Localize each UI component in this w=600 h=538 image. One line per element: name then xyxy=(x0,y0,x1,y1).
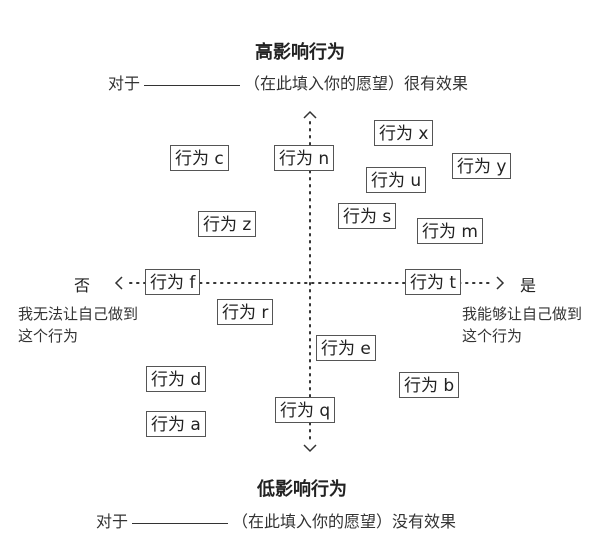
behavior-f: 行为 f xyxy=(145,269,201,295)
bottom-subtitle: 对于 （在此填入你的愿望）没有效果 xyxy=(96,508,456,532)
right-label: 是 xyxy=(520,276,537,295)
behavior-q: 行为 q xyxy=(275,397,336,423)
top-blank-line xyxy=(144,85,241,86)
behavior-x: 行为 x xyxy=(374,120,434,146)
behavior-u: 行为 u xyxy=(366,167,427,193)
top-subtitle: 对于 （在此填入你的愿望）很有效果 xyxy=(108,70,468,94)
behavior-a: 行为 a xyxy=(146,411,206,437)
bottom-blank-line xyxy=(132,523,229,524)
bottom-title: 低影响行为 xyxy=(257,479,347,500)
behavior-c: 行为 c xyxy=(170,145,229,171)
top-title: 高影响行为 xyxy=(255,42,345,63)
bottom-suffix: （在此填入你的愿望）没有效果 xyxy=(232,512,457,531)
behavior-s: 行为 s xyxy=(338,203,397,229)
bottom-prefix: 对于 xyxy=(96,512,129,531)
behavior-b: 行为 b xyxy=(399,372,460,398)
arrow-right-icon xyxy=(496,276,505,290)
top-prefix: 对于 xyxy=(108,74,141,93)
behavior-z: 行为 z xyxy=(198,211,257,237)
behavior-r: 行为 r xyxy=(217,299,274,325)
arrow-down-icon xyxy=(303,444,317,453)
left-label: 否 xyxy=(74,276,91,295)
right-description: 我能够让自己做到这个行为 xyxy=(462,305,583,345)
behavior-e: 行为 e xyxy=(316,335,376,361)
behavior-d: 行为 d xyxy=(146,366,207,392)
behavior-n: 行为 n xyxy=(274,145,335,171)
behavior-y: 行为 y xyxy=(452,153,512,179)
top-suffix: （在此填入你的愿望）很有效果 xyxy=(244,74,469,93)
left-description: 我无法让自己做到这个行为 xyxy=(18,305,139,345)
arrow-left-icon xyxy=(114,276,123,290)
behavior-t: 行为 t xyxy=(405,269,462,295)
arrow-up-icon xyxy=(303,110,317,119)
behavior-m: 行为 m xyxy=(417,218,483,244)
